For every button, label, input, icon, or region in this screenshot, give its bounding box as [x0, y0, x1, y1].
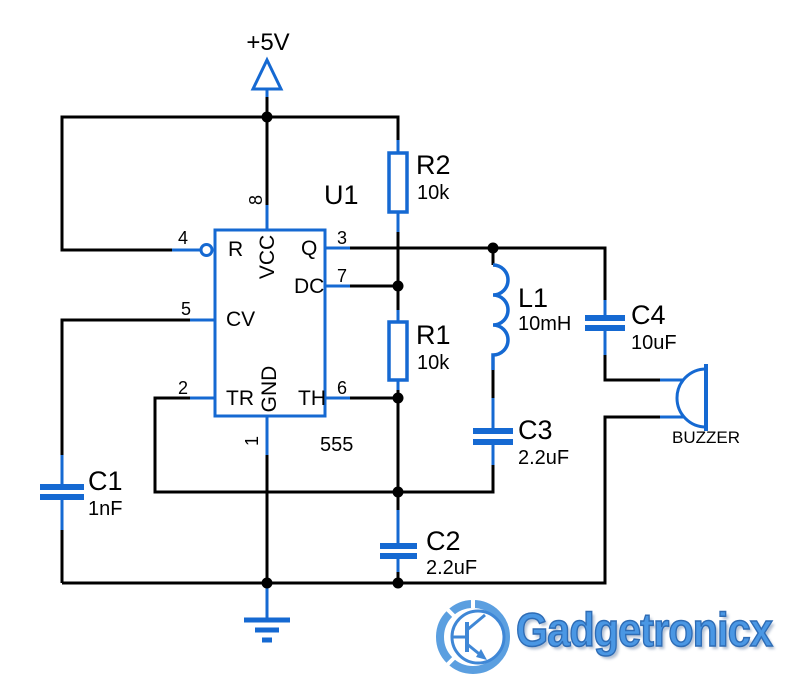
c1-ref-label: C1 — [88, 466, 123, 496]
capacitor-c4-symbol — [585, 315, 625, 331]
capacitor-c1-symbol — [40, 484, 84, 500]
pin-name-vcc: VCC — [256, 234, 279, 280]
ground-icon — [244, 583, 290, 643]
component-symbols — [40, 56, 708, 643]
buzzer-label: BUZZER — [672, 428, 740, 447]
pin-number-vcc: 8 — [246, 195, 266, 206]
logo-transistor-icon — [452, 613, 487, 660]
pin-number-reset: 4 — [178, 228, 189, 248]
capacitor-c3-symbol — [473, 428, 513, 445]
ic-body — [213, 228, 327, 418]
pin-number-threshold: 6 — [337, 378, 348, 398]
wire-reset-to-rail — [60, 115, 400, 252]
pin-number-trigger: 2 — [178, 378, 189, 398]
buzzer-dome — [675, 367, 707, 429]
brand-wordmark: Gadgetronicx — [515, 602, 773, 657]
pin-name-trigger: TR — [226, 387, 254, 410]
l1-ref-label: L1 — [518, 283, 549, 313]
wire-c4-to-buzzer — [603, 355, 660, 382]
c3-ref-label: C3 — [518, 415, 553, 445]
r2-ref-label: R2 — [416, 150, 451, 180]
brand-logo-icon — [436, 596, 510, 674]
wires — [60, 97, 660, 585]
capacitor-plates — [40, 315, 625, 559]
component-leads — [60, 74, 685, 572]
pin-number-output: 3 — [337, 228, 348, 248]
junction-dot — [392, 392, 404, 404]
pin-number-ground: 1 — [242, 436, 262, 447]
junction-dot — [261, 111, 273, 123]
wire-output-line — [350, 246, 607, 300]
pin-name-discharge: DC — [294, 275, 325, 298]
c2-ref-label: C2 — [426, 526, 461, 556]
junction-dot — [487, 242, 499, 254]
junction-dot — [392, 280, 404, 292]
c4-value-label: 10uF — [631, 332, 677, 354]
reset-inversion-bubble — [199, 243, 214, 257]
junction-dot — [392, 486, 404, 498]
c4-ref-label: C4 — [631, 300, 666, 330]
pin-number-control: 5 — [181, 299, 192, 319]
logo-ring-dividers — [440, 596, 475, 672]
junction-dot — [392, 577, 404, 589]
pin-number-discharge: 7 — [337, 266, 348, 286]
power-arrow-icon — [250, 56, 284, 91]
ic-part-label: 555 — [320, 434, 354, 456]
wire-trigger-to-c3 — [153, 396, 495, 494]
junction-dot — [261, 577, 273, 589]
wire-bottom-rail — [62, 415, 660, 585]
c3-value-label: 2.2uF — [518, 447, 570, 469]
pin-name-threshold: TH — [298, 387, 326, 410]
ic-ref-label: U1 — [324, 180, 359, 210]
wire-control-to-c1 — [60, 318, 190, 455]
resistor-r2-symbol — [387, 151, 409, 214]
resistor-r1-symbol — [387, 320, 409, 382]
junction-dots — [261, 111, 499, 589]
buzzer-symbol — [675, 364, 708, 431]
r2-value-label: 10k — [417, 182, 450, 204]
c2-value-label: 2.2uF — [426, 557, 478, 579]
r1-value-label: 10k — [417, 352, 450, 374]
transistor-collector — [466, 613, 486, 632]
pin-name-ground: GND — [258, 365, 281, 413]
r1-ref-label: R1 — [416, 320, 451, 350]
inductor-l1-symbol — [491, 263, 510, 370]
transistor-emitter-arrow — [476, 649, 487, 660]
c1-value-label: 1nF — [88, 498, 123, 520]
pin-name-output: Q — [301, 237, 318, 260]
l1-value-label: 10mH — [518, 313, 572, 335]
ground-bars — [244, 617, 290, 643]
power-label: +5V — [246, 29, 290, 56]
capacitor-c2-symbol — [380, 543, 417, 559]
pin-name-reset: R — [228, 238, 244, 261]
pin-name-control: CV — [226, 308, 256, 331]
